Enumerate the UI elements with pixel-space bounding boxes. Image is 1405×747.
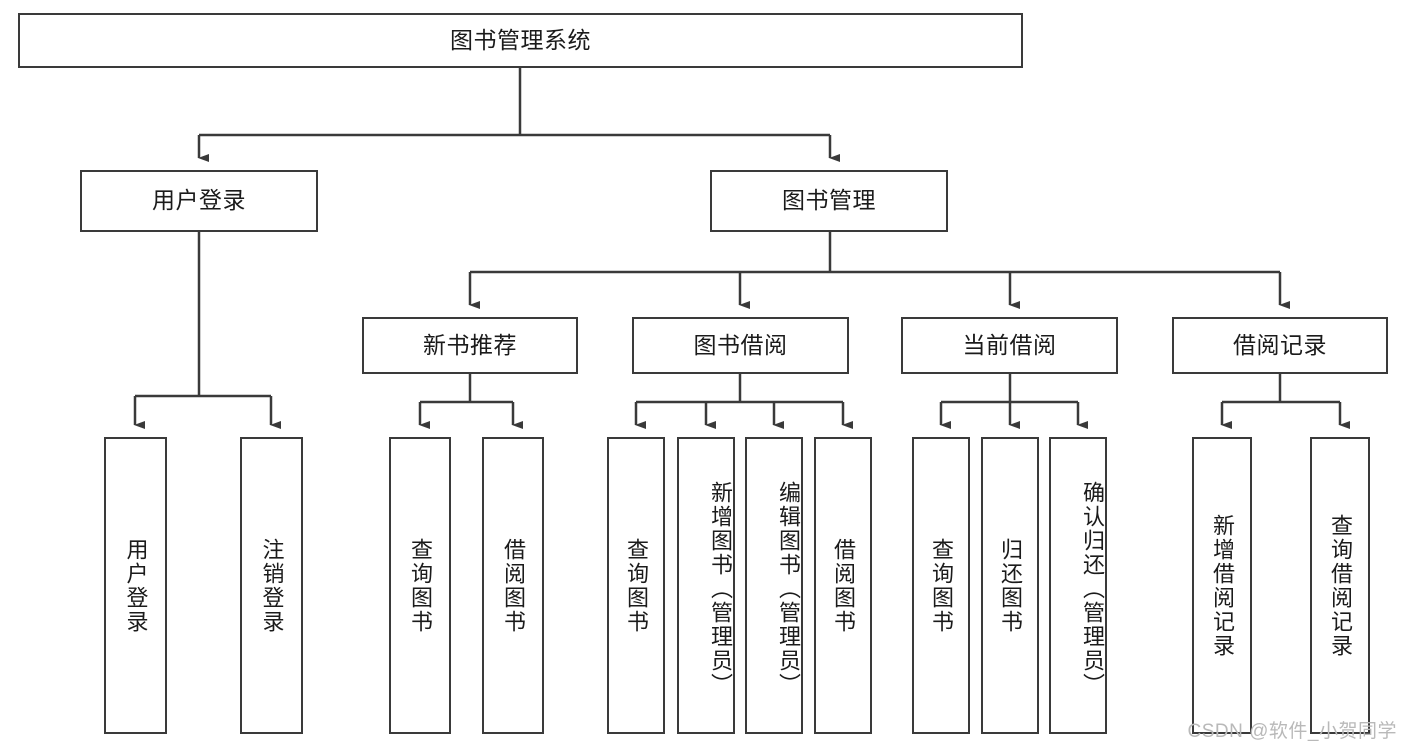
node-leaf-logout-login[interactable]: 注销登录 xyxy=(240,437,303,734)
node-leaf-borrow-book-2[interactable]: 借阅图书 xyxy=(814,437,872,734)
node-leaf-confirm-return[interactable]: 确认归还（管理员） xyxy=(1049,437,1107,734)
node-leaf-add-record[interactable]: 新增借阅记录 xyxy=(1192,437,1252,734)
node-leaf-query-book-1[interactable]: 查询图书 xyxy=(389,437,451,734)
node-book-management[interactable]: 图书管理 xyxy=(710,170,948,232)
node-leaf-query-book-2[interactable]: 查询图书 xyxy=(607,437,665,734)
node-leaf-borrow-book-1[interactable]: 借阅图书 xyxy=(482,437,544,734)
node-user-login[interactable]: 用户登录 xyxy=(80,170,318,232)
node-leaf-return-book[interactable]: 归还图书 xyxy=(981,437,1039,734)
node-new-book-recommend[interactable]: 新书推荐 xyxy=(362,317,578,374)
node-book-borrow[interactable]: 图书借阅 xyxy=(632,317,849,374)
node-current-borrow[interactable]: 当前借阅 xyxy=(901,317,1118,374)
node-borrow-record[interactable]: 借阅记录 xyxy=(1172,317,1388,374)
node-root-system[interactable]: 图书管理系统 xyxy=(18,13,1023,68)
node-leaf-query-record[interactable]: 查询借阅记录 xyxy=(1310,437,1370,734)
node-leaf-edit-book[interactable]: 编辑图书（管理员） xyxy=(745,437,803,734)
node-leaf-add-book[interactable]: 新增图书（管理员） xyxy=(677,437,735,734)
node-leaf-query-book-3[interactable]: 查询图书 xyxy=(912,437,970,734)
node-leaf-user-login[interactable]: 用户登录 xyxy=(104,437,167,734)
